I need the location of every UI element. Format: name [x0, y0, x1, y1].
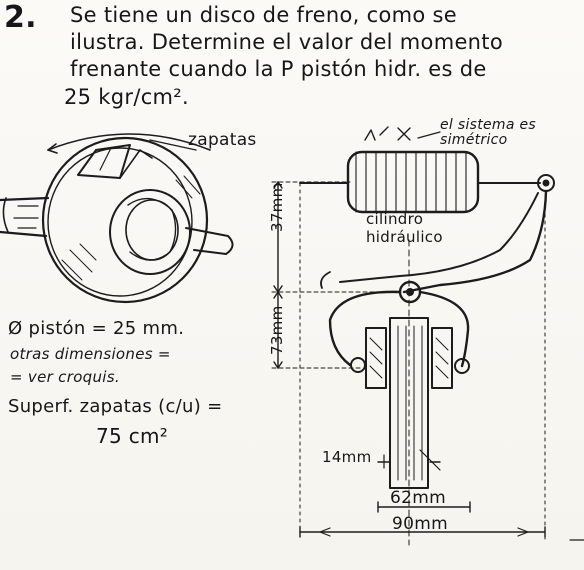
label-dim-14: 14mm: [322, 448, 372, 466]
given-dims-1: otras dimensiones =: [10, 345, 171, 363]
problem-line-2: ilustra. Determine el valor del momento: [70, 30, 503, 54]
label-cylinder: cilindro hidráulico: [366, 210, 443, 246]
label-zapatas: zapatas: [188, 130, 257, 150]
given-area-2: 75 cm²: [96, 424, 169, 448]
label-dim-37: 37mm: [268, 182, 286, 232]
problem-line-1: Se tiene un disco de freno, como se: [70, 3, 457, 27]
label-symmetric: el sistema es simétrico: [440, 117, 537, 148]
label-dim-62: 62mm: [390, 488, 446, 508]
given-area-1: Superf. zapatas (c/u) =: [8, 396, 223, 417]
problem-line-3: frenante cuando la P pistón hidr. es de: [70, 57, 487, 81]
disc-perspective-sketch: [0, 133, 234, 304]
given-dims-2: = ver croquis.: [10, 368, 120, 386]
label-dim-90: 90mm: [392, 514, 448, 534]
problem-line-4: 25 kgr/cm².: [64, 85, 189, 109]
problem-number: 2.: [4, 0, 37, 35]
caliper-mechanism-sketch: [271, 126, 584, 546]
given-piston: Ø pistón = 25 mm.: [8, 318, 185, 339]
label-dim-73: 73mm: [268, 305, 286, 355]
